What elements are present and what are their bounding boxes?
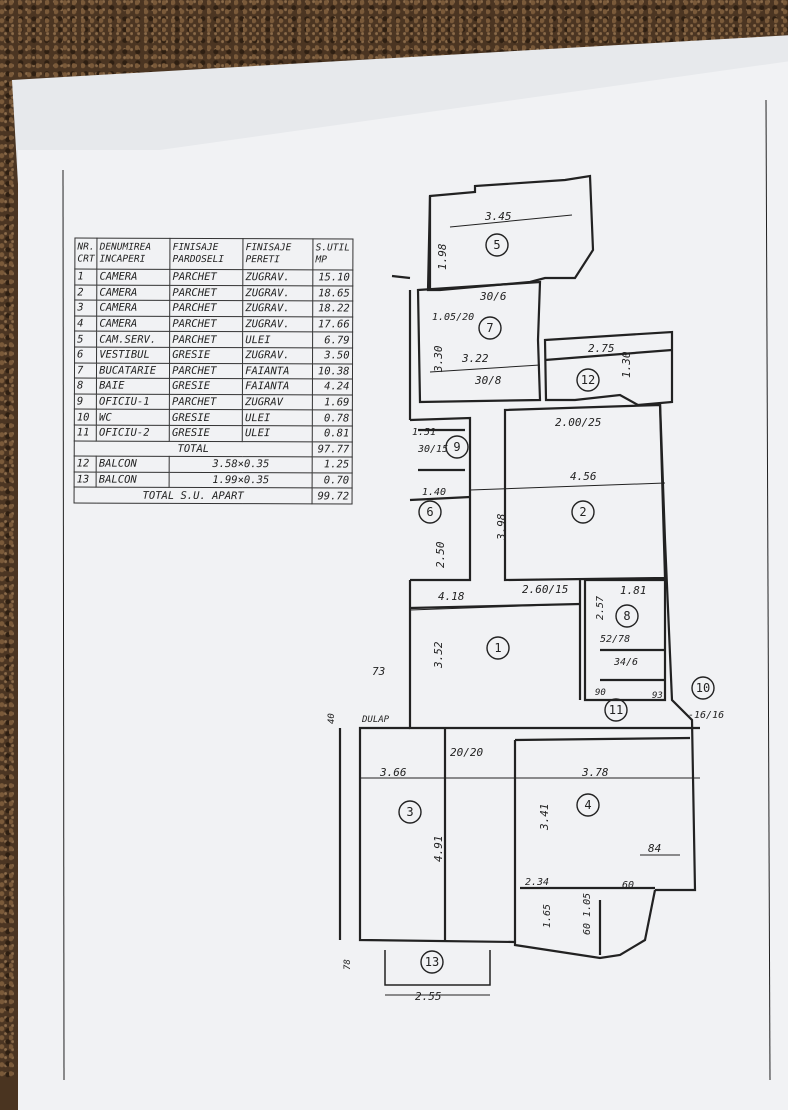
room-number-13: 13 — [420, 950, 444, 974]
dim-label: 3.45 — [484, 210, 512, 223]
room-number-text: 4 — [584, 798, 591, 812]
dim-label: 90 — [595, 688, 606, 698]
wall-room-7 — [416, 280, 542, 404]
room-number-6: 6 — [418, 500, 442, 524]
dim-label: 1.65 — [542, 904, 553, 928]
paper-sheet — [18, 150, 788, 1110]
dim-label: 3.41 — [538, 804, 551, 832]
dim-label: 2.50 — [434, 541, 447, 568]
room-number-5: 5 — [485, 233, 509, 257]
dim-label: 52/78 — [600, 634, 630, 645]
room-number-circle — [418, 500, 442, 524]
room-number-circle — [604, 698, 628, 722]
dim-label: 3.22 — [461, 352, 489, 365]
dim-label: 2.75 — [588, 342, 615, 355]
dim-label: 20/20 — [450, 746, 483, 759]
dim-label: 34/6 — [613, 657, 638, 668]
wall-balcony-13 — [384, 950, 491, 986]
room-number-2: 2 — [571, 500, 595, 524]
dulap-label: DULAP — [361, 715, 390, 725]
room-number-7: 7 — [478, 316, 502, 340]
room-number-text: 6 — [426, 505, 433, 519]
room-number-1: 1 — [486, 636, 510, 660]
dim-label: 1.40 — [422, 487, 446, 498]
room-number-12: 12 — [576, 368, 600, 392]
wall-room-8 — [583, 578, 667, 702]
room-number-text: 8 — [623, 609, 630, 623]
dim-label: 4.56 — [570, 470, 597, 483]
wall-room-12 — [543, 330, 674, 407]
dim-label: 30/6 — [479, 290, 507, 303]
room-number-text: 1 — [494, 641, 501, 655]
room-number-circle — [615, 604, 639, 628]
room-number-circle — [398, 800, 422, 824]
dim-label: 4.91 — [432, 836, 445, 863]
room-number-text: 7 — [486, 321, 493, 335]
plan-walls — [62, 99, 771, 1080]
room-number-text: 3 — [406, 805, 413, 819]
dim-label: 2.57 — [595, 596, 606, 620]
dim-label: 1.81 — [620, 584, 647, 597]
dim-label: 78 — [343, 959, 353, 970]
dim-label: 4.18 — [438, 590, 465, 603]
dim-label: 1.30 — [620, 351, 633, 378]
room-number-10: 10 — [691, 676, 715, 700]
dim-label: 3.78 — [581, 766, 609, 779]
room-number-text: 9 — [453, 440, 460, 454]
room-number-circle — [445, 435, 469, 459]
dim-label: 73 — [372, 665, 385, 678]
room-number-text: 5 — [493, 238, 500, 252]
room-number-text: 13 — [425, 955, 439, 969]
dim-label: 3.52 — [432, 641, 445, 669]
room-number-text: 10 — [696, 681, 710, 695]
dim-label: -16/16 — [688, 710, 724, 721]
dim-label: 3.30 — [432, 345, 445, 373]
margin-line-right — [765, 99, 771, 1080]
dim-label: 1.05/20 — [432, 312, 474, 323]
room-number-9: 9 — [445, 435, 469, 459]
room-number-circle — [691, 676, 715, 700]
dim-label: 60 — [622, 880, 634, 891]
room-number-8: 8 — [615, 604, 639, 628]
dim-label: 30/8 — [474, 374, 502, 387]
room-number-circle — [576, 368, 600, 392]
room-number-circle — [576, 793, 600, 817]
room-number-text: 11 — [609, 703, 623, 717]
dim-label: 30/15 — [417, 444, 448, 455]
dim-label: 1.51 — [412, 427, 436, 438]
room-number-circle — [485, 233, 509, 257]
room-number-circle — [420, 950, 444, 974]
dimension-labels: 3.45 1.98 30/6 1.05/20 3.30 3.22 2.75 1.… — [327, 210, 724, 1003]
room-number-circle — [486, 636, 510, 660]
dim-label: 84 — [648, 842, 661, 855]
wall-room-2 — [503, 403, 667, 582]
dim-label: 2.34 — [525, 877, 549, 888]
dim-label: 2.00/25 — [555, 416, 601, 429]
room-number-text: 2 — [579, 505, 586, 519]
margin-line-left — [62, 169, 65, 1080]
dim-label: 2.60/15 — [522, 583, 568, 596]
room-number-circle — [478, 316, 502, 340]
dim-label: 93 — [652, 691, 663, 701]
dim-label: 3.98 — [495, 513, 508, 541]
wall-room-5 — [426, 174, 595, 292]
room-number-circle — [571, 500, 595, 524]
room-number-11: 11 — [604, 698, 628, 722]
dim-label: 60 1.05 — [582, 893, 593, 935]
dim-label: 2.55 — [415, 990, 442, 1003]
dim-label: 40 — [327, 713, 337, 724]
room-number-4: 4 — [576, 793, 600, 817]
room-number-text: 12 — [581, 373, 595, 387]
dim-label: 3.66 — [379, 766, 407, 779]
room-number-3: 3 — [398, 800, 422, 824]
dim-label: 1.98 — [436, 243, 449, 270]
